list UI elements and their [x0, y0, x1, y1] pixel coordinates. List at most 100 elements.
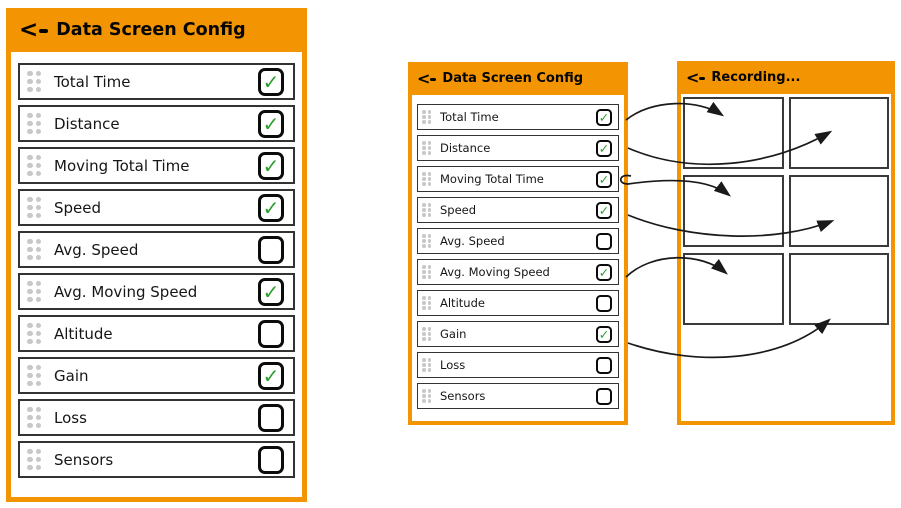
item-checkbox[interactable]: ✓ — [258, 193, 284, 222]
recording-field-cell — [683, 175, 784, 247]
config-list-item[interactable]: Sensors — [18, 441, 295, 478]
config-item-list: Total Time ✓ Distance ✓ Moving Total Tim… — [11, 52, 302, 497]
config-list-item[interactable]: Gain ✓ — [18, 357, 295, 394]
drag-handle-icon[interactable] — [27, 280, 41, 303]
item-checkbox[interactable] — [596, 294, 612, 312]
recording-grid — [681, 94, 891, 421]
config-list-item[interactable]: Altitude — [417, 290, 619, 316]
config-list-item[interactable]: Altitude — [18, 315, 295, 352]
back-icon[interactable]: < — [686, 69, 706, 86]
drag-handle-icon[interactable] — [27, 406, 41, 429]
item-checkbox[interactable]: ✓ — [596, 325, 612, 343]
item-label: Moving Total Time — [54, 156, 190, 175]
drag-handle-icon[interactable] — [422, 296, 431, 310]
config-list-item[interactable]: Moving Total Time ✓ — [18, 147, 295, 184]
item-checkbox[interactable]: ✓ — [258, 277, 284, 306]
config-list-item[interactable]: Avg. Speed — [18, 231, 295, 268]
item-checkbox[interactable]: ✓ — [596, 170, 612, 188]
config-list-item[interactable]: Speed ✓ — [417, 197, 619, 223]
drag-handle-icon[interactable] — [27, 448, 41, 471]
config-item-list: Total Time ✓ Distance ✓ Moving Total Tim… — [412, 95, 624, 421]
back-icon[interactable]: < — [417, 70, 437, 87]
item-label: Moving Total Time — [440, 172, 544, 186]
item-checkbox[interactable]: ✓ — [258, 109, 284, 138]
config-list-item[interactable]: Total Time ✓ — [18, 63, 295, 100]
config-list-item[interactable]: Loss — [417, 352, 619, 378]
drag-handle-icon[interactable] — [27, 322, 41, 345]
item-checkbox[interactable]: ✓ — [258, 361, 284, 390]
item-checkbox[interactable]: ✓ — [258, 67, 284, 96]
item-checkbox[interactable] — [258, 319, 284, 348]
item-label: Loss — [440, 358, 466, 372]
panel-title: Data Screen Config — [442, 71, 584, 86]
config-list-item[interactable]: Sensors — [417, 383, 619, 409]
panel-title: Data Screen Config — [56, 20, 246, 40]
drag-handle-icon[interactable] — [27, 154, 41, 177]
item-checkbox[interactable] — [596, 356, 612, 374]
recording-field-cell — [683, 253, 784, 325]
panel-header: < Recording... — [677, 61, 895, 94]
back-icon-dash — [39, 28, 49, 34]
data-screen-config-panel-large: < Data Screen Config Total Time ✓ Distan… — [6, 8, 307, 502]
config-list-item[interactable]: Gain ✓ — [417, 321, 619, 347]
drag-handle-icon[interactable] — [422, 265, 431, 279]
item-label: Total Time — [440, 110, 499, 124]
drag-handle-icon[interactable] — [27, 364, 41, 387]
item-label: Altitude — [440, 296, 485, 310]
item-label: Altitude — [54, 324, 113, 343]
config-list-item[interactable]: Loss — [18, 399, 295, 436]
item-label: Speed — [440, 203, 477, 217]
back-icon[interactable]: < — [19, 18, 49, 42]
back-icon-dash — [699, 77, 706, 80]
drag-handle-icon[interactable] — [422, 172, 431, 186]
item-checkbox[interactable] — [596, 387, 612, 405]
drag-handle-icon[interactable] — [422, 389, 431, 403]
drag-handle-icon[interactable] — [422, 234, 431, 248]
item-checkbox[interactable] — [258, 235, 284, 264]
config-list-item[interactable]: Distance ✓ — [417, 135, 619, 161]
recording-field-cell — [683, 97, 784, 169]
config-list-item[interactable]: Moving Total Time ✓ — [417, 166, 619, 192]
item-checkbox[interactable]: ✓ — [596, 263, 612, 281]
item-label: Distance — [440, 141, 491, 155]
item-label: Avg. Moving Speed — [440, 265, 550, 279]
item-label: Sensors — [440, 389, 486, 403]
data-screen-config-panel-small: < Data Screen Config Total Time ✓ Distan… — [408, 62, 628, 425]
item-label: Distance — [54, 114, 120, 133]
drag-handle-icon[interactable] — [27, 70, 41, 93]
panel-header: < Data Screen Config — [408, 62, 628, 95]
config-list-item[interactable]: Speed ✓ — [18, 189, 295, 226]
item-checkbox[interactable] — [258, 403, 284, 432]
item-checkbox[interactable]: ✓ — [258, 151, 284, 180]
item-checkbox[interactable] — [596, 232, 612, 250]
item-checkbox[interactable]: ✓ — [596, 201, 612, 219]
recording-field-cell — [788, 175, 889, 247]
drag-handle-icon[interactable] — [422, 110, 431, 124]
config-list-item[interactable]: Total Time ✓ — [417, 104, 619, 130]
panel-title: Recording... — [711, 70, 801, 85]
item-label: Speed — [54, 198, 102, 217]
item-checkbox[interactable] — [258, 445, 284, 474]
drag-handle-icon[interactable] — [422, 203, 431, 217]
drag-handle-icon[interactable] — [422, 327, 431, 341]
drag-handle-icon[interactable] — [27, 238, 41, 261]
recording-field-cell — [788, 97, 889, 169]
item-label: Gain — [54, 366, 89, 385]
item-label: Avg. Speed — [54, 240, 139, 259]
item-checkbox[interactable]: ✓ — [596, 108, 612, 126]
item-label: Total Time — [54, 72, 131, 91]
recording-panel: < Recording... — [677, 61, 895, 425]
item-label: Gain — [440, 327, 467, 341]
drag-handle-icon[interactable] — [27, 112, 41, 135]
drag-handle-icon[interactable] — [422, 141, 431, 155]
item-label: Avg. Speed — [440, 234, 505, 248]
item-label: Avg. Moving Speed — [54, 282, 198, 301]
drag-handle-icon[interactable] — [422, 358, 431, 372]
config-list-item[interactable]: Distance ✓ — [18, 105, 295, 142]
item-checkbox[interactable]: ✓ — [596, 139, 612, 157]
drag-handle-icon[interactable] — [27, 196, 41, 219]
config-list-item[interactable]: Avg. Speed — [417, 228, 619, 254]
config-list-item[interactable]: Avg. Moving Speed ✓ — [18, 273, 295, 310]
config-list-item[interactable]: Avg. Moving Speed ✓ — [417, 259, 619, 285]
item-label: Loss — [54, 408, 87, 427]
